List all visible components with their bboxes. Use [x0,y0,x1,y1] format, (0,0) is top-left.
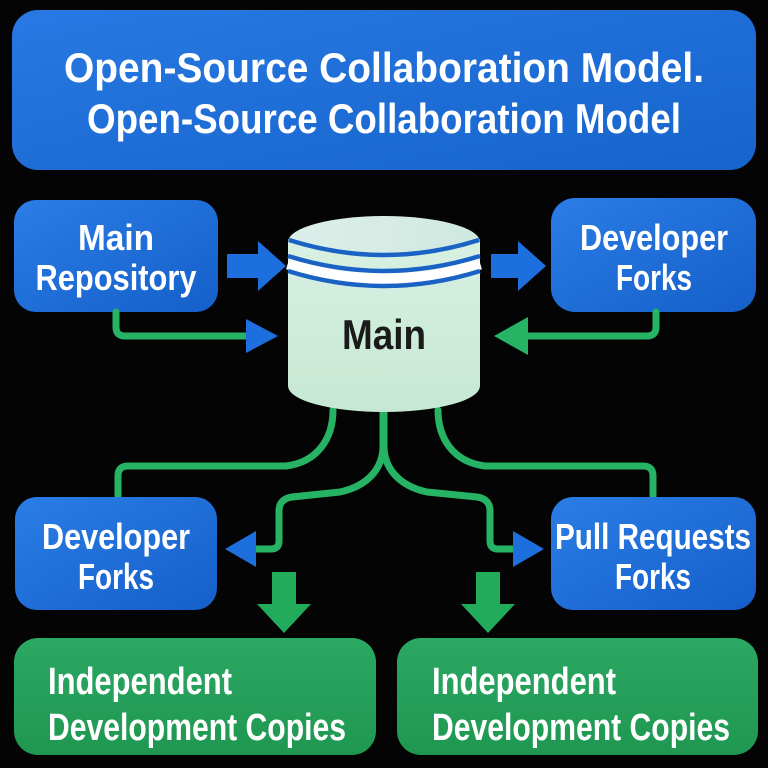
connector-main-to-devforks-bottom [114,406,337,500]
connector-repo-to-main [112,308,250,340]
connector-main-branch-left [252,408,387,553]
title-line-1: Open-Source Collaboration Model. [64,44,704,91]
developer-forks-bottom-label-1: Developer [42,516,190,557]
database-white-band [286,256,482,285]
developer-forks-bottom-box [15,497,217,610]
independent-copies-left-node: Independent Development Copies [14,638,376,755]
main-database-cylinder: Main [286,216,482,412]
title-line-2: Open-Source Collaboration Model [87,95,681,142]
independent-copies-left-label-2: Development Copies [48,707,346,749]
developer-forks-top-label-2: Forks [616,257,692,298]
independent-copies-right-label-1: Independent [432,661,616,703]
independent-copies-right-box [397,638,758,755]
independent-copies-right-label-2: Development Copies [432,707,730,749]
arrowhead-devforks-to-main-icon [494,317,528,355]
main-repository-label-2: Repository [36,257,197,298]
independent-copies-left-label-1: Independent [48,661,232,703]
pull-requests-forks-label-2: Forks [615,556,691,597]
arrow-repo-to-main-icon [227,241,286,291]
developer-forks-top-label-1: Developer [580,217,728,258]
database-band-bottom-ring [287,268,481,289]
independent-copies-left-box [14,638,376,755]
down-arrow-right-icon [461,572,515,633]
database-band-top-ring [287,253,481,274]
database-rim-ring [288,237,480,258]
developer-forks-bottom-label-2: Forks [78,556,154,597]
arrowhead-branch-left-icon [225,531,256,567]
main-repository-box [14,200,218,312]
pull-requests-forks-label-1: Pull Requests [555,516,751,557]
main-database-label: Main [342,311,426,358]
connector-main-branch-right [380,408,517,553]
developer-forks-bottom-node: Developer Forks [15,497,217,610]
developer-forks-top-box [551,198,756,312]
down-arrow-left-icon [257,572,311,633]
connector-main-to-pullrequests [434,406,657,500]
title-banner: Open-Source Collaboration Model. Open-So… [12,10,756,170]
pull-requests-forks-node: Pull Requests Forks [551,497,756,610]
main-repository-label-1: Main [78,217,154,258]
connector-devforks-to-main [524,308,660,340]
main-repository-node: Main Repository [14,200,218,312]
independent-copies-right-node: Independent Development Copies [397,638,758,755]
developer-forks-top-node: Developer Forks [551,198,756,312]
arrowhead-branch-right-icon [513,531,544,567]
pull-requests-forks-box [551,497,756,610]
arrow-main-to-devforks-icon [491,241,546,291]
title-banner-box [12,10,756,170]
arrowhead-repo-to-main-icon [246,319,278,353]
